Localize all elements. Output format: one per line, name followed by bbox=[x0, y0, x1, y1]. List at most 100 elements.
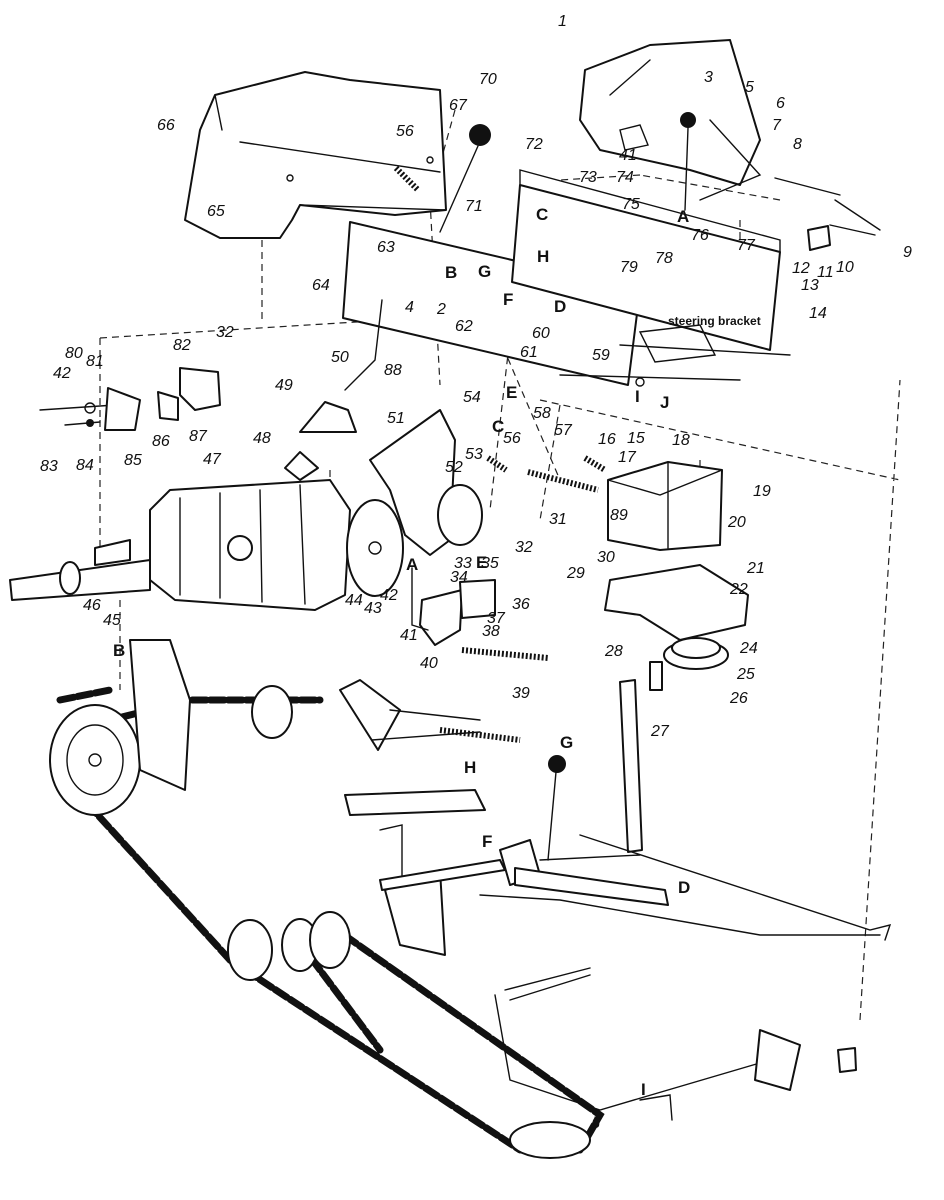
callout-6: 6 bbox=[776, 95, 785, 112]
callout-26: 26 bbox=[729, 690, 748, 707]
callout-12: 12 bbox=[792, 260, 810, 277]
callout-42: 42 bbox=[380, 587, 398, 604]
callout-18: 18 bbox=[672, 432, 690, 449]
callout-28: 28 bbox=[604, 643, 623, 660]
callout-42-left: 42 bbox=[53, 365, 71, 382]
callout-29: 29 bbox=[566, 565, 585, 582]
callout-33: 33 bbox=[454, 555, 472, 572]
callout-2: 2 bbox=[436, 301, 446, 318]
callout-80: 80 bbox=[65, 345, 83, 362]
transmission-47 bbox=[9, 479, 351, 611]
callout-30: 30 bbox=[597, 549, 615, 566]
callout-41: 41 bbox=[400, 627, 418, 644]
callout-77: 77 bbox=[737, 237, 756, 254]
ref-letter-H-upper: H bbox=[537, 247, 549, 266]
callout-54: 54 bbox=[463, 389, 481, 406]
callout-36: 36 bbox=[512, 596, 530, 613]
springs bbox=[461, 455, 607, 661]
callout-58: 58 bbox=[533, 405, 551, 422]
callout-3: 3 bbox=[704, 69, 713, 86]
callout-79: 79 bbox=[620, 259, 638, 276]
callout-53: 53 bbox=[465, 446, 483, 463]
steering-bracket-plates bbox=[342, 169, 791, 387]
ref-letter-F: F bbox=[482, 832, 492, 851]
callout-39: 39 bbox=[512, 685, 530, 702]
callout-62: 62 bbox=[455, 318, 473, 335]
callout-22: 22 bbox=[729, 581, 748, 598]
callout-50: 50 bbox=[331, 349, 349, 366]
clutch-plate-51 bbox=[346, 409, 483, 597]
ref-letter-E-upper: E bbox=[506, 383, 517, 402]
ref-letter-G-upper: G bbox=[478, 262, 491, 281]
callout-89: 89 bbox=[610, 507, 628, 524]
callout-41-upper: 41 bbox=[619, 147, 637, 164]
callout-82: 82 bbox=[173, 337, 191, 354]
callout-31: 31 bbox=[549, 511, 567, 528]
shifter-lever-50 bbox=[284, 299, 383, 481]
ref-letter-I: I bbox=[641, 1080, 646, 1099]
battery-box-20 bbox=[607, 461, 723, 551]
callout-16: 16 bbox=[598, 431, 616, 448]
callout-38: 38 bbox=[482, 623, 500, 640]
ref-letter-A-upper: A bbox=[677, 207, 689, 226]
ref-letter-B-upper: B bbox=[445, 263, 457, 282]
callout-83: 83 bbox=[40, 458, 58, 475]
callout-40: 40 bbox=[420, 655, 438, 672]
callout-7: 7 bbox=[772, 117, 782, 134]
callout-84: 84 bbox=[76, 457, 94, 474]
ref-letter-F-upper: F bbox=[503, 290, 513, 309]
callout-45: 45 bbox=[103, 612, 121, 629]
callout-21: 21 bbox=[746, 560, 765, 577]
callout-24: 24 bbox=[739, 640, 758, 657]
ref-letter-A: A bbox=[406, 555, 418, 574]
callout-35: 35 bbox=[481, 555, 499, 572]
ref-letter-J-upper: J bbox=[660, 393, 669, 412]
callout-87: 87 bbox=[189, 428, 208, 445]
callout-9: 9 bbox=[903, 244, 912, 261]
ref-letter-D-upper: D bbox=[554, 297, 566, 316]
callout-60: 60 bbox=[532, 325, 550, 342]
callout-66: 66 bbox=[157, 117, 175, 134]
callout-17: 17 bbox=[618, 449, 637, 466]
callout-65: 65 bbox=[207, 203, 225, 220]
callout-1: 1 bbox=[558, 13, 567, 30]
ref-letter-E: E bbox=[476, 553, 487, 572]
callout-5: 5 bbox=[745, 79, 754, 96]
steering-top-cover bbox=[579, 39, 881, 251]
callout-32-upper: 32 bbox=[216, 324, 234, 341]
callout-27: 27 bbox=[650, 723, 670, 740]
callout-85: 85 bbox=[124, 452, 142, 469]
idler-plate-21 bbox=[604, 564, 749, 691]
ref-letter-G: G bbox=[560, 733, 573, 752]
callout-76: 76 bbox=[691, 227, 709, 244]
callout-59: 59 bbox=[592, 347, 610, 364]
callout-11: 11 bbox=[817, 264, 834, 281]
ref-letter-C-upper: C bbox=[536, 205, 548, 224]
callout-64: 64 bbox=[312, 277, 330, 294]
steering-bracket-caption: steering bracket bbox=[668, 314, 761, 328]
callout-14: 14 bbox=[809, 305, 827, 322]
callout-47: 47 bbox=[203, 451, 222, 468]
callout-78: 78 bbox=[655, 250, 673, 267]
ref-letter-J: J bbox=[591, 1113, 600, 1132]
ref-letter-I-upper: I bbox=[635, 387, 640, 406]
callout-56-upper: 56 bbox=[396, 123, 414, 140]
reference-letters: A A B B C C D D E E F F G G H H I I J J bbox=[113, 205, 690, 1132]
callout-56: 56 bbox=[503, 430, 521, 447]
callout-13: 13 bbox=[801, 277, 819, 294]
lift-bar-J bbox=[479, 894, 881, 1121]
callout-74: 74 bbox=[616, 169, 634, 186]
knob-70 bbox=[439, 124, 491, 233]
callout-43: 43 bbox=[364, 600, 382, 617]
callout-32: 32 bbox=[515, 539, 533, 556]
lower-linkages bbox=[339, 679, 892, 956]
engine-pulleys bbox=[49, 639, 591, 1159]
callout-49: 49 bbox=[275, 377, 293, 394]
callout-44: 44 bbox=[345, 592, 363, 609]
callout-57: 57 bbox=[554, 422, 573, 439]
ref-letter-C: C bbox=[492, 417, 504, 436]
ref-letter-D: D bbox=[678, 878, 690, 897]
callout-70: 70 bbox=[479, 71, 497, 88]
callout-15: 15 bbox=[627, 430, 645, 447]
callout-34: 34 bbox=[450, 569, 468, 586]
